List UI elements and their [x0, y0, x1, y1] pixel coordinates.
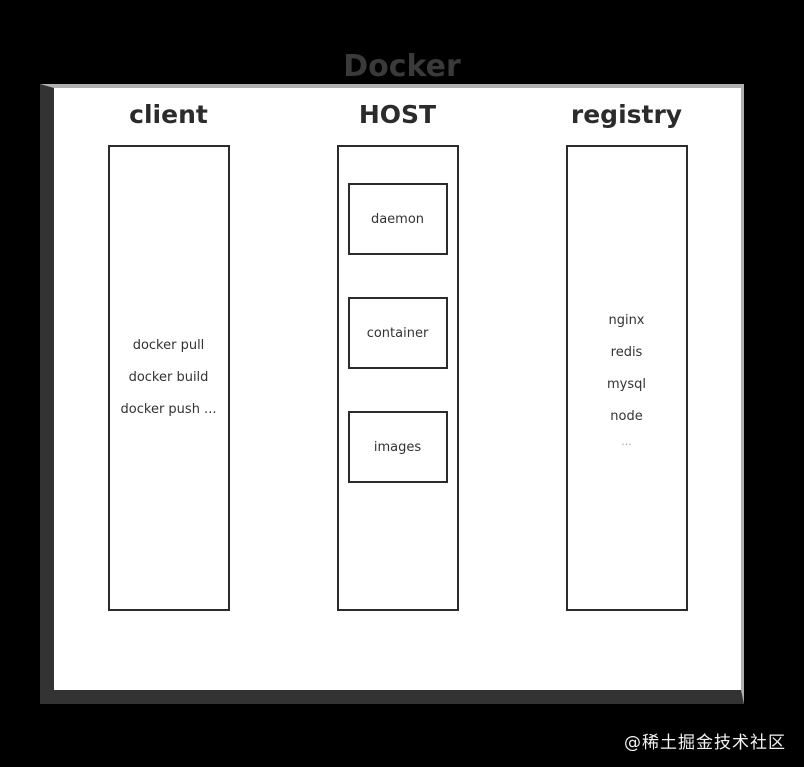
- host-subbox-label: container: [366, 325, 429, 341]
- column-registry: registry nginx redis mysql node ...: [512, 88, 741, 690]
- host-subbox-label: images: [373, 439, 422, 455]
- column-host: HOST daemon container images: [283, 88, 512, 690]
- client-box: docker pull docker build docker push ...: [107, 145, 230, 611]
- column-client: client docker pull docker build docker p…: [54, 88, 283, 690]
- client-command: docker pull: [132, 338, 205, 353]
- column-heading-client: client: [129, 100, 208, 129]
- client-command: docker push ...: [120, 402, 217, 417]
- column-heading-host: HOST: [358, 100, 437, 129]
- host-subbox-daemon: daemon: [347, 183, 448, 255]
- page-title: Docker: [343, 49, 461, 84]
- host-subbox-images: images: [347, 411, 448, 483]
- registry-image-list: nginx redis mysql node ...: [568, 305, 686, 451]
- client-command: docker build: [128, 370, 209, 385]
- host-subbox-label: daemon: [370, 211, 425, 227]
- diagram-panel: client docker pull docker build docker p…: [40, 84, 744, 704]
- watermark: @稀土掘金技术社区: [624, 733, 786, 753]
- registry-box: nginx redis mysql node ...: [565, 145, 688, 611]
- registry-image: redis: [610, 345, 643, 360]
- registry-image: mysql: [607, 377, 646, 392]
- host-box: daemon container images: [336, 145, 459, 611]
- registry-image: nginx: [608, 313, 645, 328]
- column-heading-registry: registry: [570, 100, 683, 129]
- registry-image: node: [610, 409, 643, 424]
- columns-container: client docker pull docker build docker p…: [54, 88, 741, 690]
- host-subbox-container: container: [347, 297, 448, 369]
- client-command-list: docker pull docker build docker push ...: [110, 330, 228, 426]
- registry-image-ellipsis: ...: [621, 435, 632, 448]
